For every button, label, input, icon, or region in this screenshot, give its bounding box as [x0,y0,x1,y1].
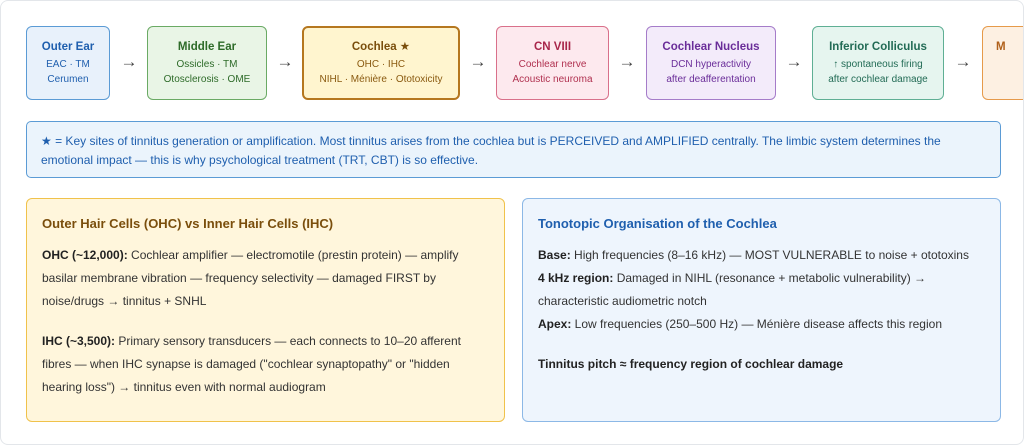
arrow-icon: → [954,52,972,71]
apex-text: Low frequencies (250–500 Hz) — Ménière d… [571,317,942,331]
node-title: Inferior Colliculus [829,40,927,53]
tonotopic-panel: Tonotopic Organisation of the Cochlea Ba… [522,198,1001,422]
node-line: after deafferentation [666,73,756,85]
ihc-text: Primary sensory transducers — each conne… [42,334,461,394]
node-line: Otosclerosis · OME [163,73,251,85]
node-title: Cochlea ★ [351,40,411,53]
node-line: after cochlear damage [828,73,928,85]
khz-text: Damaged in NIHL (resonance + metabolic v… [538,271,927,308]
ohc-description: OHC (~12,000): Cochlear amplifier — elec… [42,244,489,313]
ohc-text: Cochlear amplifier — electromotile (pres… [42,248,459,308]
tinnitus-pitch-summary: Tinnitus pitch ≈ frequency region of coc… [538,353,985,376]
base-text: High frequencies (8–16 kHz) — MOST VULNE… [570,248,969,262]
node-title: Middle Ear [177,40,237,53]
node-line: OHC · IHC [356,58,406,70]
base-description: Base: High frequencies (8–16 kHz) — MOST… [538,244,985,267]
arrow-icon: → [618,52,636,71]
node-line: Cochlear nerve [518,58,587,70]
node-line: DCN hyperactivity [670,58,752,70]
node-title: M [996,41,1006,53]
node-cn-viii: CN VIII Cochlear nerve Acoustic neuroma [496,26,609,100]
summary-text: Tinnitus pitch ≈ frequency region of coc… [538,357,844,371]
ohc-label: OHC (~12,000): [42,248,128,262]
panel-title: Outer Hair Cells (OHC) vs Inner Hair Cel… [42,216,334,231]
node-line: Acoustic neuroma [512,73,593,85]
arrow-icon: → [120,52,138,71]
arrow-icon: → [276,52,294,71]
ihc-description: IHC (~3,500): Primary sensory transducer… [42,330,489,399]
node-line: EAC · TM [46,58,90,70]
base-label: Base: [538,248,571,262]
ihc-label: IHC (~3,500): [42,334,116,348]
node-line: ↑ spontaneous firing [833,58,923,70]
node-line: Ossicles · TM [176,58,238,70]
arrow-icon: → [469,52,487,71]
node-cochlear-nucleus: Cochlear Nucleus DCN hyperactivity after… [646,26,776,100]
auditory-pathway-flow: Outer Ear EAC · TM Cerumen → Middle Ear … [26,26,1023,100]
panel-title: Tonotopic Organisation of the Cochlea [538,216,777,231]
hair-cells-panel: Outer Hair Cells (OHC) vs Inner Hair Cel… [26,198,505,422]
khz-description: 4 kHz region: Damaged in NIHL (resonance… [538,267,985,313]
node-title: Cochlear Nucleus [662,40,760,53]
khz-label: 4 kHz region: [538,271,614,285]
node-title: Outer Ear [41,40,95,53]
node-line: Cerumen [47,73,89,85]
arrow-icon: → [785,52,803,71]
node-clipped: M [982,26,1023,100]
node-line: NIHL · Ménière · Ototoxicity [319,73,443,85]
node-inferior-colliculus: Inferior Colliculus ↑ spontaneous firing… [812,26,944,100]
apex-description: Apex: Low frequencies (250–500 Hz) — Mén… [538,313,985,336]
apex-label: Apex: [538,317,572,331]
key-sites-note: ★ = Key sites of tinnitus generation or … [26,121,1001,178]
node-middle-ear: Middle Ear Ossicles · TM Otosclerosis · … [147,26,267,100]
node-cochlea: Cochlea ★ OHC · IHC NIHL · Ménière · Oto… [302,26,460,100]
node-outer-ear: Outer Ear EAC · TM Cerumen [26,26,110,100]
node-title: CN VIII [533,40,572,53]
